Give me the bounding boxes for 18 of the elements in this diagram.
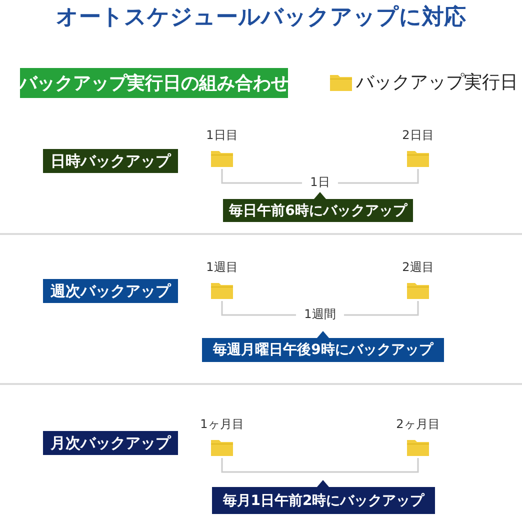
callout-box: 毎日午前6時にバックアップ [223,192,413,222]
folder-label: 1週目 [205,259,239,276]
callout-box: 毎月1日午前2時にバックアップ [212,480,435,514]
category-label: 月次バックアップ [43,431,178,455]
category-label: 日時バックアップ [43,149,178,173]
edge-label: 1週間 [280,306,360,323]
heading-box: バックアップ実行日の組み合わせ [20,68,288,98]
folder-label: 1日目 [205,127,239,144]
folder-label: 2週目 [401,259,435,276]
bracket-line [221,458,419,473]
category-label: 週次バックアップ [43,279,178,303]
folder-label: 1ヶ月目 [199,416,245,433]
title: オートスケジュールバックアップに対応 [55,4,467,32]
legend-text: バックアップ実行日 [356,71,518,94]
folder-label: 2日目 [401,127,435,144]
folder-label: 2ヶ月目 [395,416,441,433]
edge-label: 1日 [280,174,360,191]
callout-box: 毎週月曜日午後9時にバックアップ [202,331,444,362]
